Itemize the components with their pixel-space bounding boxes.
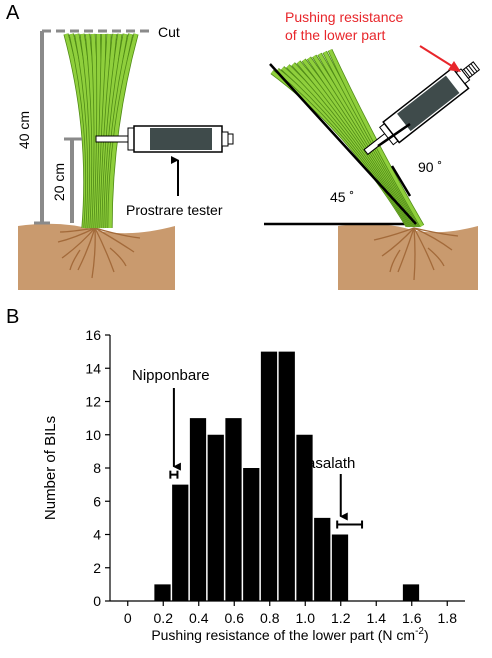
cut-label: Cut bbox=[158, 24, 180, 40]
histogram-bar bbox=[260, 351, 278, 601]
panel-a-letter: A bbox=[6, 2, 20, 24]
x-tick-label: 0.6 bbox=[225, 610, 245, 626]
stem-blade-fill bbox=[108, 33, 138, 229]
y-tick-label: 16 bbox=[85, 327, 101, 343]
stem-blade-fill bbox=[328, 49, 424, 227]
y-tick-label: 12 bbox=[85, 394, 101, 410]
y-tick-label: 10 bbox=[85, 427, 101, 443]
x-tick-label: 0.4 bbox=[189, 610, 209, 626]
y-tick-label: 0 bbox=[93, 593, 101, 609]
x-tick-label: 0 bbox=[124, 610, 132, 626]
x-ticks: 0 0.2 0.4 0.6 0.8 1.0 1.2 1.4 1.6 1.8 bbox=[124, 601, 457, 626]
panel-a-diagram: Cut 40 cm 20 cm Prostrare tester bbox=[16, 9, 481, 290]
histogram-bar bbox=[225, 418, 242, 601]
x-tick-label: 1.2 bbox=[331, 610, 351, 626]
height-40-label: 40 cm bbox=[16, 111, 32, 149]
roots-left bbox=[57, 227, 141, 279]
histogram-bar bbox=[278, 351, 295, 601]
y-tick-label: 8 bbox=[93, 460, 101, 476]
histogram-bar bbox=[402, 584, 420, 601]
angle-45-line bbox=[269, 63, 417, 225]
stem-bundle-left bbox=[63, 33, 139, 229]
y-tick-label: 6 bbox=[93, 493, 101, 509]
pushing-label-line2: of the lower part bbox=[285, 27, 385, 43]
tester-label: Prostrare tester bbox=[126, 202, 223, 218]
soil-left bbox=[18, 223, 175, 290]
angle-90-label: 90 ˚ bbox=[418, 159, 442, 175]
kasalath-label: Kasalath bbox=[297, 455, 355, 472]
x-tick-label: 1.6 bbox=[402, 610, 422, 626]
pushing-label-line1: Pushing resistance bbox=[285, 9, 404, 25]
x-tick-label: 1.4 bbox=[367, 610, 387, 626]
bars bbox=[154, 351, 420, 601]
pushing-arrow-head bbox=[448, 61, 461, 72]
x-axis-label: Pushing resistance of the lower part (N … bbox=[151, 626, 428, 643]
x-tick-label: 0.2 bbox=[154, 610, 174, 626]
soil-right bbox=[338, 223, 478, 290]
y-tick-label: 14 bbox=[85, 360, 101, 376]
histogram-bar bbox=[296, 434, 313, 601]
nipponbare-error-bar bbox=[169, 470, 179, 479]
histogram-bar bbox=[314, 517, 331, 601]
x-tick-label: 1.0 bbox=[296, 610, 316, 626]
prostrate-tester-right bbox=[363, 61, 481, 156]
pushing-arrow bbox=[419, 45, 456, 69]
panel-b-letter: B bbox=[6, 306, 20, 328]
histogram-bar bbox=[331, 534, 349, 601]
x-tick-label: 0.8 bbox=[260, 610, 280, 626]
prostrate-tester-left bbox=[95, 125, 234, 153]
kasalath-error-bar bbox=[336, 520, 364, 529]
y-tick-label: 2 bbox=[93, 560, 101, 576]
nipponbare-label: Nipponbare bbox=[132, 367, 210, 384]
histogram-bar bbox=[172, 484, 189, 601]
histogram-bar bbox=[154, 584, 171, 601]
height-20-label: 20 cm bbox=[51, 163, 67, 201]
right-angle-marker bbox=[377, 122, 412, 197]
histogram-chart: 0 2 4 6 8 10 12 14 16 0 0.2 0.4 0.6 0.8 1.0 1.2 1.4 1.6 1… bbox=[42, 327, 465, 643]
histogram-bar bbox=[189, 418, 207, 601]
histogram-bar bbox=[243, 468, 260, 601]
roots-right bbox=[373, 227, 459, 281]
y-tick-label: 4 bbox=[93, 527, 101, 543]
y-ticks: 0 2 4 6 8 10 12 14 16 bbox=[85, 327, 110, 609]
y-axis-label: Number of BILs bbox=[42, 416, 59, 520]
histogram-bar bbox=[207, 434, 224, 601]
x-tick-label: 1.8 bbox=[438, 610, 458, 626]
angle-45-label: 45 ˚ bbox=[330, 189, 354, 205]
